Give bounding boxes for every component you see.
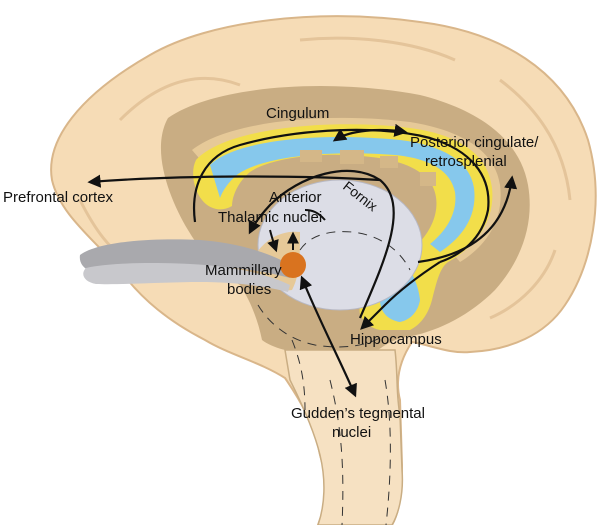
label-retrosplenial: retrosplenial: [425, 153, 507, 170]
gyrus-line: [489, 249, 557, 320]
label-guddens-tegmental: Gudden’s tegmental: [291, 405, 425, 422]
label-mammillary: Mammillary: [205, 262, 282, 279]
olfactory-tract-lower: [83, 263, 291, 292]
label-hippocampus: Hippocampus: [350, 331, 442, 348]
label-guddens-nuclei: nuclei: [332, 424, 371, 441]
label-thalamic-nuclei: Thalamic nuclei: [218, 209, 322, 226]
label-prefrontal-cortex: Prefrontal cortex: [3, 189, 114, 206]
label-anterior: Anterior: [269, 189, 322, 206]
septum-block: [300, 150, 322, 162]
label-bodies: bodies: [227, 281, 271, 298]
lateral-ventricle: [210, 137, 475, 252]
thalamic-dashed-outline: [299, 231, 411, 271]
brainstem-groove: [329, 379, 344, 525]
prefrontal-arrow: [87, 174, 381, 188]
retrosplenial-arrow: [417, 175, 518, 264]
cingulate-band: [192, 117, 501, 262]
brainstem-groove: [384, 379, 391, 525]
cingulum-arrow: [193, 128, 490, 264]
gyrus-line: [499, 78, 572, 201]
label-posterior-cingulate: Posterior cingulate/: [410, 134, 539, 151]
mammillothalamic-arrow: [267, 229, 279, 253]
gyrus-line: [299, 36, 456, 62]
posterior-cingulate-arrow: [332, 123, 408, 142]
guddens-arrow: [299, 275, 357, 398]
mammillary-body: [280, 252, 306, 278]
label-cingulum: Cingulum: [266, 105, 329, 122]
septum-block: [340, 150, 364, 164]
fornix-to-anterior-arrow: [304, 209, 326, 221]
cingulum-to-hippocampus-arrow: [360, 261, 441, 330]
septum-block: [380, 156, 398, 168]
gyrus-line: [118, 77, 241, 122]
fornix-arrow: [248, 169, 395, 319]
septum-block: [420, 172, 436, 186]
